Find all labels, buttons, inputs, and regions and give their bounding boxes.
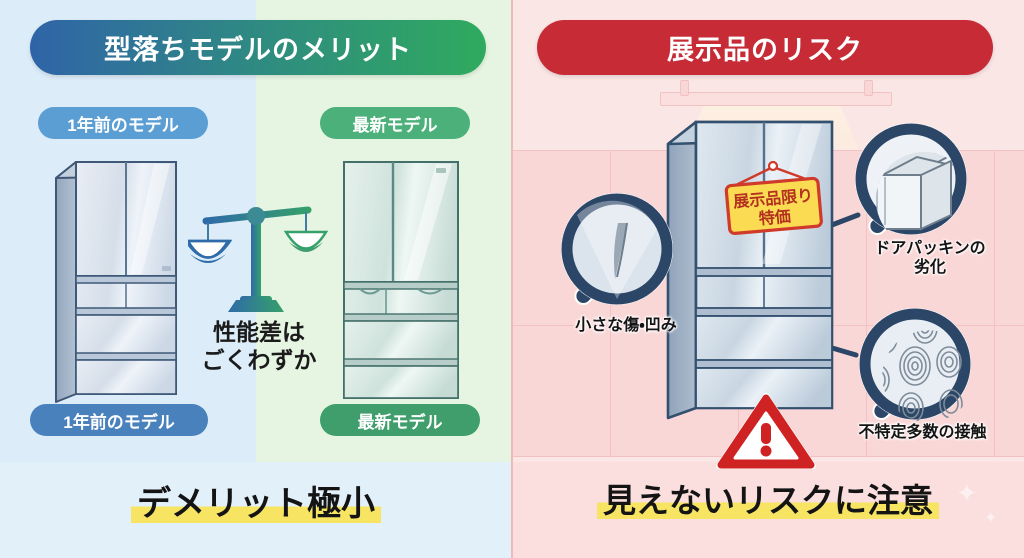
refrigerator-old-model [55, 161, 177, 403]
left-panel-merits: 性能差は ごくわずか 型落ちモデルのメリット 1年前のモデル 最新モデル 1年前… [0, 0, 512, 558]
label-door-gasket-line-2: 劣化 [913, 259, 946, 277]
left-footer-highlight: デメリット極小 [131, 485, 381, 523]
sparkle-decoration-1: ✦ [956, 478, 978, 508]
label-door-gasket-line-1: ドアパッキンの [874, 240, 986, 257]
tag-old-model-top: 1年前のモデル [38, 107, 208, 139]
balance-scale-icon [188, 206, 328, 312]
label-many-people-touched: 不特定多数の接触 [858, 424, 987, 441]
caption-line-1: 性能差は [213, 319, 305, 345]
right-panel-title: 展示品のリスク [537, 20, 993, 75]
label-door-gasket-deterioration: ドアパッキンの 劣化 [845, 239, 1015, 277]
magnifier-door-gasket-icon [855, 123, 967, 236]
price-tag-line-2: 特価 [758, 207, 792, 229]
left-panel-footer-text: デメリット極小 [0, 476, 512, 525]
right-panel-footer-text: 見えないリスクに注意 [512, 474, 1024, 522]
tag-new-model-top: 最新モデル [320, 107, 470, 139]
panel-divider [511, 0, 513, 558]
tag-new-model-bottom: 最新モデル [320, 404, 480, 436]
caption-line-2: ごくわずか [201, 347, 317, 374]
shelf-post-left [680, 80, 689, 96]
refrigerator-display-unit [666, 120, 834, 420]
refrigerator-new-model [343, 161, 459, 399]
magnifier-fingerprint-icon [859, 308, 971, 440]
right-footer-highlight: 見えないリスクに注意 [597, 482, 939, 519]
magnifier-scratch-icon [561, 193, 673, 306]
sparkle-decoration-2: ✦ [984, 510, 998, 527]
left-panel-title: 型落ちモデルのメリット [30, 20, 486, 75]
shelf-post-right [864, 80, 873, 96]
label-small-scratches: 小さな傷・凹み [575, 317, 677, 334]
shelf-unit-low-5 [994, 325, 1024, 457]
shelf-unit-5 [994, 150, 1024, 327]
warning-triangle-icon [716, 393, 816, 469]
price-tag: 展示品限り 特価 [724, 160, 823, 236]
shelf-top-bar [660, 92, 892, 106]
performance-difference-caption: 性能差は ごくわずか [176, 318, 342, 374]
tag-old-model-bottom: 1年前のモデル [30, 404, 208, 436]
